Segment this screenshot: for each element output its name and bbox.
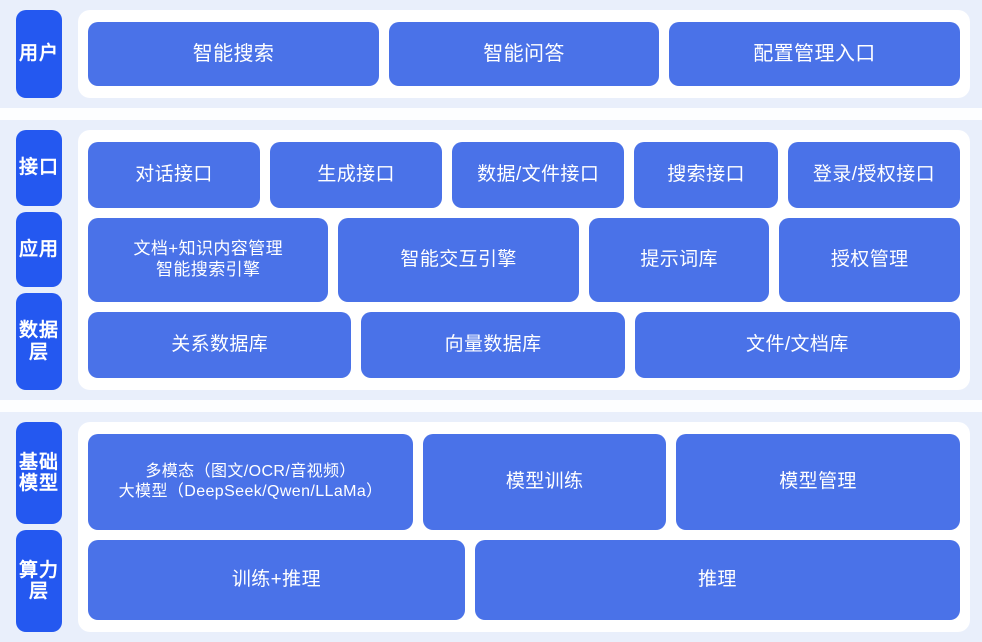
card-smart-interaction-engine[interactable]: 智能交互引擎 <box>338 217 579 303</box>
card-smart-search[interactable]: 智能搜索 <box>88 22 380 86</box>
card-data-file-interface[interactable]: 数据/文件接口 <box>452 142 625 208</box>
card-doc-knowledge-management[interactable]: 文档+知识内容管理 智能搜索引擎 <box>88 217 329 303</box>
row-compute: 训练+推理 推理 <box>88 539 960 621</box>
rail-tab-compute-layer[interactable]: 算力层 <box>16 530 62 632</box>
rail-platform: 接口 应用 数据层 <box>0 120 78 400</box>
rail-user: 用户 <box>0 0 78 108</box>
panel-user: 智能搜索 智能问答 配置管理入口 <box>78 10 970 98</box>
section-platform: 接口 应用 数据层 对话接口 生成接口 数据/文件接口 搜索接口 登录/授权接口… <box>0 120 982 400</box>
row-user-entrypoints: 智能搜索 智能问答 配置管理入口 <box>88 22 960 86</box>
card-config-management-entry[interactable]: 配置管理入口 <box>668 22 960 86</box>
card-authorization-management[interactable]: 授权管理 <box>779 217 960 303</box>
row-interfaces: 对话接口 生成接口 数据/文件接口 搜索接口 登录/授权接口 <box>88 142 961 208</box>
row-models: 多模态（图文/OCR/音视频） 大模型（DeepSeek/Qwen/LLaMa）… <box>88 434 960 530</box>
card-inference[interactable]: 推理 <box>474 539 960 621</box>
row-applications: 文档+知识内容管理 智能搜索引擎 智能交互引擎 提示词库 授权管理 <box>88 217 960 303</box>
card-search-interface[interactable]: 搜索接口 <box>634 142 778 208</box>
card-login-auth-interface[interactable]: 登录/授权接口 <box>787 142 961 208</box>
rail-tab-interface[interactable]: 接口 <box>16 130 62 206</box>
card-relational-database[interactable]: 关系数据库 <box>88 312 352 379</box>
panel-infrastructure: 多模态（图文/OCR/音视频） 大模型（DeepSeek/Qwen/LLaMa）… <box>78 422 970 632</box>
row-data-stores: 关系数据库 向量数据库 文件/文档库 <box>88 312 961 379</box>
card-training-inference[interactable]: 训练+推理 <box>88 539 465 621</box>
rail-tab-foundation-model[interactable]: 基础模型 <box>16 422 62 524</box>
rail-tab-user[interactable]: 用户 <box>16 10 62 98</box>
section-user: 用户 智能搜索 智能问答 配置管理入口 <box>0 0 982 108</box>
card-dialog-interface[interactable]: 对话接口 <box>88 142 261 208</box>
card-generation-interface[interactable]: 生成接口 <box>270 142 443 208</box>
section-infrastructure: 基础模型 算力层 多模态（图文/OCR/音视频） 大模型（DeepSeek/Qw… <box>0 412 982 642</box>
card-model-training[interactable]: 模型训练 <box>423 434 666 530</box>
card-smart-qa[interactable]: 智能问答 <box>389 22 659 86</box>
card-file-document-store[interactable]: 文件/文档库 <box>634 312 961 379</box>
panel-platform: 对话接口 生成接口 数据/文件接口 搜索接口 登录/授权接口 文档+知识内容管理… <box>78 130 970 390</box>
card-prompt-library[interactable]: 提示词库 <box>588 217 770 303</box>
rail-infrastructure: 基础模型 算力层 <box>0 412 78 642</box>
rail-tab-data-layer[interactable]: 数据层 <box>16 293 62 390</box>
rail-tab-application[interactable]: 应用 <box>16 211 62 288</box>
card-vector-database[interactable]: 向量数据库 <box>361 312 625 379</box>
card-model-management[interactable]: 模型管理 <box>676 434 960 530</box>
card-multimodal-large-model[interactable]: 多模态（图文/OCR/音视频） 大模型（DeepSeek/Qwen/LLaMa） <box>88 434 414 530</box>
